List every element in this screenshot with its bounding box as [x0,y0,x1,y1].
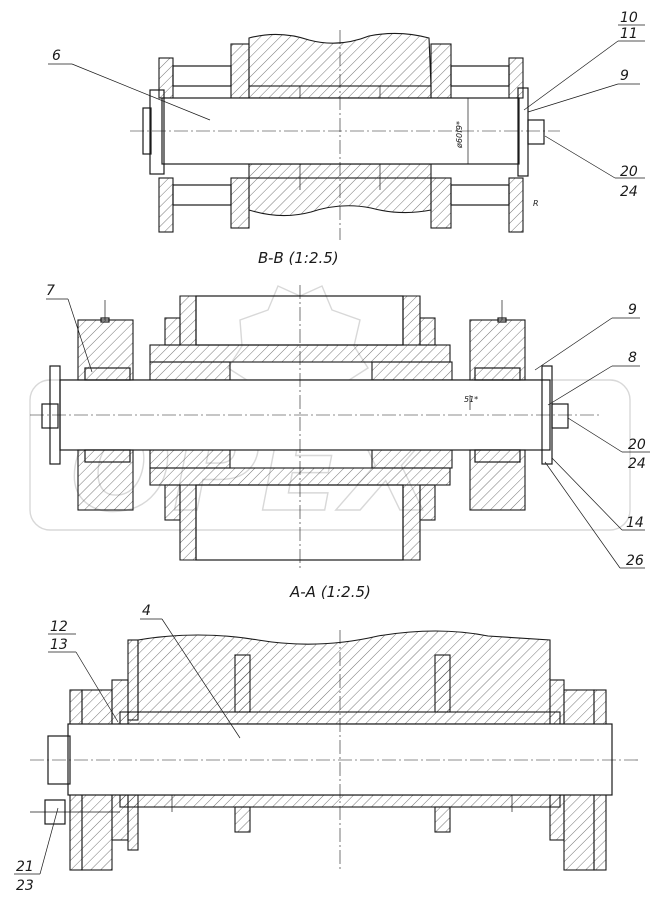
callout-11: 11 [620,26,638,42]
view-bb: ø60f9* R B-B (1:2.5) [130,30,560,267]
callout-24-bb: 24 [620,184,638,200]
callout-24-aa: 24 [628,456,646,472]
callout-6: 6 [52,48,61,64]
bb-r-label: R [533,199,539,208]
callout-26: 26 [626,553,644,569]
callouts-bb: 6 10 11 9 20 24 [48,10,645,200]
callout-9-aa: 9 [628,302,637,318]
callout-21: 21 [16,859,34,875]
callout-20-bb: 20 [620,164,638,180]
callout-20-aa: 20 [628,437,646,453]
callout-9-bb: 9 [620,68,629,84]
callouts-aa: 7 9 8 20 24 14 26 [46,283,650,569]
callout-4: 4 [142,603,151,619]
callout-14: 14 [626,515,644,531]
callout-23: 23 [16,878,34,894]
bb-diameter-dim: ø60f9* [455,121,464,149]
bb-caption: B-B (1:2.5) [258,249,339,267]
aa-caption: A-A (1:2.5) [289,583,371,601]
view-aa: 51* A-A (1:2.5) [30,285,600,601]
callouts-bottom: 12 13 4 21 23 [14,603,241,894]
callout-7: 7 [46,283,55,299]
aa-dim: 51* [464,395,478,404]
callout-10: 10 [620,10,638,26]
callout-8: 8 [628,350,637,366]
callout-13: 13 [50,637,68,653]
view-bottom [30,630,640,871]
callout-12: 12 [50,619,68,635]
